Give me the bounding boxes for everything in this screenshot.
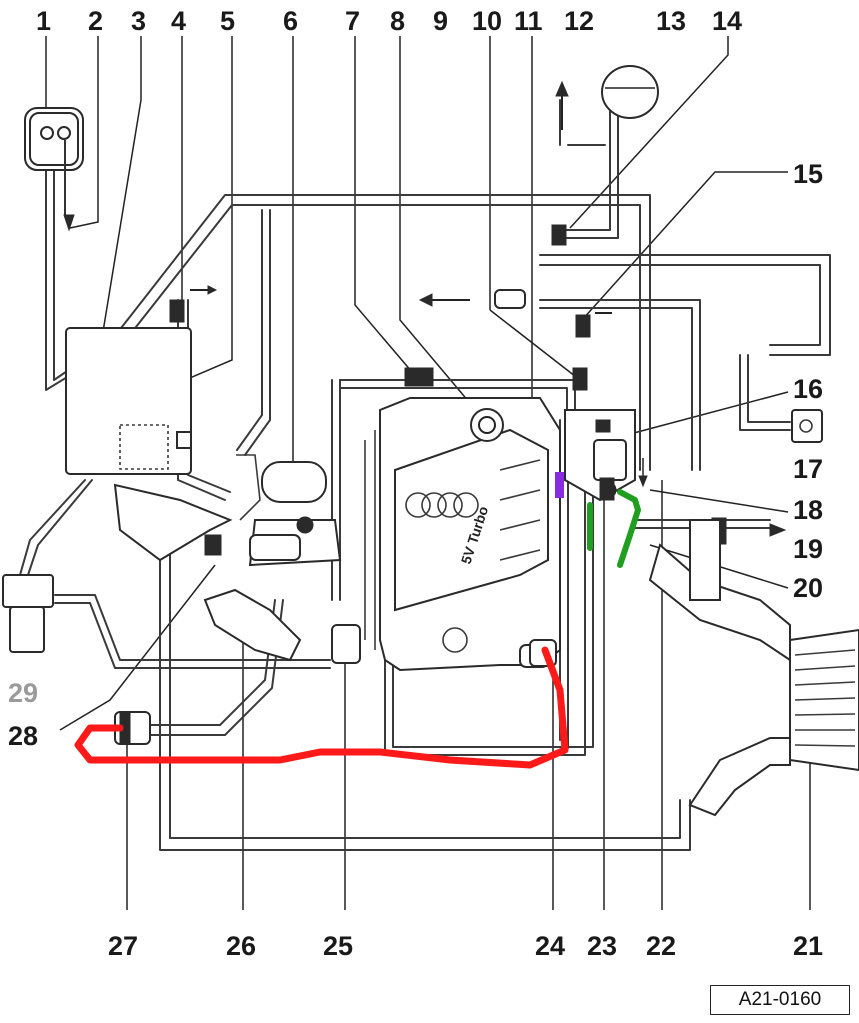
callout-26: 26 (226, 931, 256, 961)
component-4 (169, 299, 185, 323)
callout-numbers-bottom: 21 22 23 24 25 26 27 28 29 (8, 678, 823, 961)
component-6 (261, 461, 327, 503)
component-21-intercooler (648, 519, 859, 817)
callout-22: 22 (646, 931, 676, 961)
callout-13: 13 (656, 6, 686, 36)
component-5 (65, 327, 192, 475)
component-11 (575, 314, 591, 338)
callout-numbers-right: 15 16 17 18 19 20 (793, 159, 823, 603)
component-10 (572, 367, 588, 391)
callout-29: 29 (8, 678, 38, 708)
component-7 (404, 367, 434, 387)
components: 5V Turbo (2, 65, 859, 817)
purple-highlight-mark (555, 472, 564, 498)
callout-24: 24 (535, 931, 565, 961)
callout-4: 4 (171, 6, 186, 36)
arrow-9 (418, 289, 526, 309)
callout-6: 6 (283, 6, 298, 36)
callout-5: 5 (220, 6, 235, 36)
component-13 (601, 65, 659, 119)
arrow-12 (555, 80, 569, 130)
callout-1: 1 (36, 6, 51, 36)
callout-2: 2 (88, 6, 103, 36)
callout-12: 12 (564, 6, 594, 36)
callout-21: 21 (793, 931, 823, 961)
green-highlight-path (587, 489, 641, 568)
component-23 (599, 477, 615, 501)
audi-rings-logo (405, 492, 479, 518)
callout-14: 14 (712, 6, 742, 36)
red-highlight-path (74, 646, 569, 769)
callout-16: 16 (793, 374, 823, 404)
callout-3: 3 (131, 6, 146, 36)
callout-23: 23 (587, 931, 617, 961)
component-29 (2, 574, 54, 608)
callout-27: 27 (108, 931, 138, 961)
callout-11: 11 (514, 6, 543, 36)
figure-reference: A21-0160 (710, 985, 850, 1015)
callout-7: 7 (345, 6, 360, 36)
callout-20: 20 (793, 573, 823, 603)
component-28 (204, 534, 222, 556)
callout-19: 19 (793, 534, 823, 564)
callout-8: 8 (390, 6, 405, 36)
callout-28: 28 (8, 721, 38, 751)
callout-numbers-top: 1 2 3 4 5 6 7 8 9 10 11 12 13 14 (36, 6, 742, 36)
highlight-annotations (74, 472, 641, 769)
callout-15: 15 (793, 159, 823, 189)
component-26 (203, 588, 302, 662)
component-25 (331, 624, 361, 664)
callout-25: 25 (323, 931, 353, 961)
callout-9: 9 (433, 6, 448, 36)
callout-17: 17 (793, 454, 823, 484)
component-17 (791, 409, 823, 443)
callout-10: 10 (472, 6, 502, 36)
component-14 (551, 224, 567, 246)
component-8 (470, 408, 504, 442)
callout-18: 18 (793, 495, 823, 525)
